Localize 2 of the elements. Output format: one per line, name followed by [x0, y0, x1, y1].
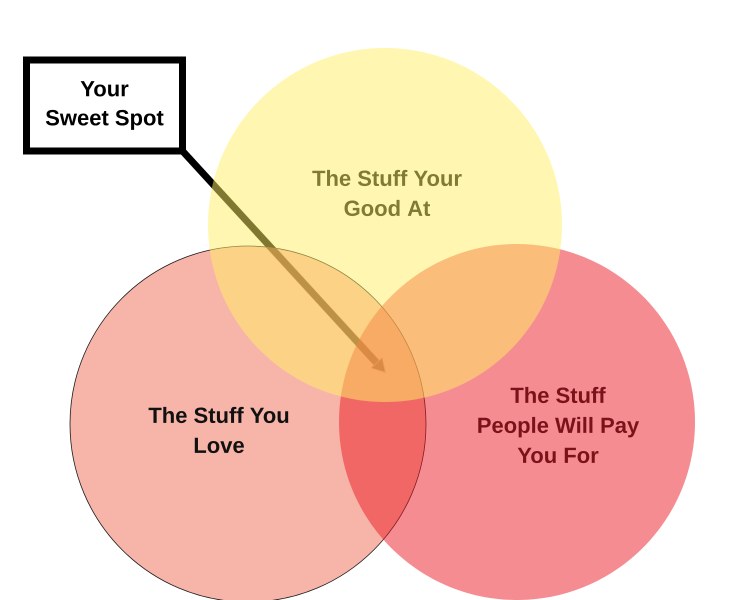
callout-box: Your Sweet Spot — [23, 56, 186, 154]
leader-line — [180, 148, 386, 374]
